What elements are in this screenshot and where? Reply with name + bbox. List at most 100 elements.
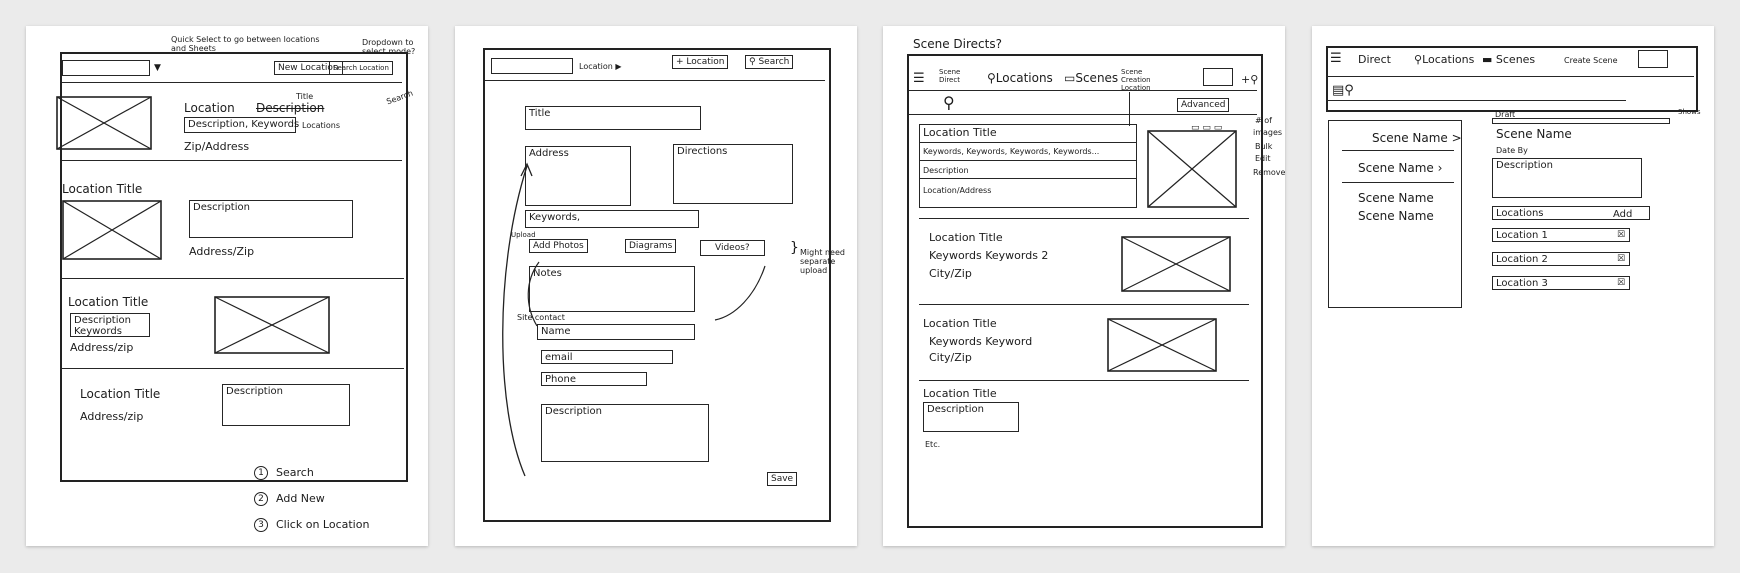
address-label: Address/Zip xyxy=(189,245,255,258)
title-note: Title xyxy=(296,92,314,101)
search-location-button[interactable]: Search Location xyxy=(329,61,393,75)
close-icon[interactable]: ☒ xyxy=(1617,278,1626,288)
name-field[interactable]: Name xyxy=(537,324,695,340)
phone-field[interactable]: Phone xyxy=(541,372,647,386)
breadcrumb: Location ▶ xyxy=(579,62,622,71)
scene-list-item[interactable]: Scene Name xyxy=(1358,191,1434,205)
nav-create-scene[interactable]: Create Scene xyxy=(1564,56,1618,65)
city-text: City/Zip xyxy=(929,351,972,364)
sketch-sheet-2: Location ▶ + Location ⚲ Search Title Add… xyxy=(455,26,857,546)
chevron-down-icon[interactable]: ▼ xyxy=(154,63,161,73)
divider xyxy=(1129,92,1130,126)
add-location-button[interactable]: + Location xyxy=(672,55,729,69)
search-button[interactable]: ⚲ Search xyxy=(745,55,794,69)
date-by: Date By xyxy=(1496,146,1528,155)
scene-list-item[interactable]: Scene Name > xyxy=(1372,131,1462,145)
location-row[interactable]: Location 2☒ xyxy=(1492,252,1630,266)
search-icon[interactable]: ⚲ xyxy=(943,93,955,112)
logo-placeholder xyxy=(62,60,150,76)
videos-button[interactable]: Videos? xyxy=(700,240,765,256)
film-icon: ▬ xyxy=(1482,53,1496,66)
description-text: Description xyxy=(923,166,969,175)
description-box: Description xyxy=(923,402,1019,432)
close-icon[interactable]: ☒ xyxy=(1617,254,1626,264)
selected-location-card[interactable] xyxy=(919,124,1137,208)
flow-arrows xyxy=(502,162,766,477)
nav-scenes[interactable]: ▬ Scenes xyxy=(1482,53,1536,66)
etc-label: Etc. xyxy=(925,440,941,449)
sketch-sheet-3: Scene Directs? ☰ Scene Direct ⚲Locations… xyxy=(883,26,1285,546)
divider xyxy=(1326,76,1694,77)
nav-scenes[interactable]: ▭Scenes xyxy=(1064,71,1119,85)
hamburger-menu-icon[interactable]: ☰ xyxy=(1330,51,1342,66)
location-row[interactable]: Location 3☒ xyxy=(1492,276,1630,290)
directions-field[interactable]: Directions xyxy=(673,144,793,204)
dropdown-note: Dropdown to select mode? xyxy=(362,38,416,56)
address-label: Zip/Address xyxy=(184,140,250,153)
wireframe-frame xyxy=(907,54,1263,528)
divider xyxy=(62,82,402,83)
divider xyxy=(60,278,404,279)
close-icon[interactable]: ☒ xyxy=(1617,230,1626,240)
shows-note: Shows xyxy=(1678,108,1701,116)
nav-locations[interactable]: ⚲Locations xyxy=(987,71,1053,85)
wireframe-frame xyxy=(483,48,831,522)
hamburger-menu-icon[interactable]: ☰ xyxy=(913,71,925,86)
divider xyxy=(919,218,1249,219)
add-photos-button[interactable]: Add Photos xyxy=(529,239,588,253)
notes-field[interactable]: Notes xyxy=(529,266,695,312)
images-count-note: # of xyxy=(1255,116,1272,125)
draft-bar xyxy=(1492,118,1670,124)
save-button[interactable]: Save xyxy=(767,472,798,486)
description-field[interactable]: Description xyxy=(541,404,709,462)
title-field[interactable]: Title xyxy=(525,106,701,130)
remove-note: Remove xyxy=(1253,168,1285,177)
scene-title: Scene Name xyxy=(1496,127,1572,141)
filter-icon[interactable]: ▤⚲ xyxy=(1332,83,1354,98)
description-box: Description xyxy=(189,200,353,238)
scene-directs-note: Scene Directs? xyxy=(913,37,1002,51)
divider xyxy=(62,160,402,161)
new-location-button[interactable]: New Location xyxy=(274,61,343,75)
locations-note: Locations xyxy=(302,121,341,130)
scene-list-item[interactable]: Scene Name › xyxy=(1358,161,1443,175)
add-pin-icon[interactable]: +⚲ xyxy=(1241,73,1259,86)
image-placeholder xyxy=(62,200,162,260)
pin-icon: ⚲ xyxy=(1414,53,1423,66)
videos-note: Might need separate upload xyxy=(800,248,845,275)
address-field[interactable]: Address xyxy=(525,146,631,206)
keywords-field[interactable]: Keywords, xyxy=(525,210,699,228)
scene-list-item[interactable]: Scene Name xyxy=(1358,209,1434,223)
location-title: Location Title xyxy=(62,182,143,196)
wireframe-frame xyxy=(1326,46,1698,112)
advanced-button[interactable]: Advanced xyxy=(1177,98,1230,112)
nav-locations[interactable]: ⚲Locations xyxy=(1414,53,1475,66)
sketch-sheet-4: ☰ Direct ⚲Locations ▬ Scenes Create Scen… xyxy=(1312,26,1714,546)
divider xyxy=(919,160,1137,161)
nav-direct[interactable]: Direct xyxy=(1358,53,1391,66)
divider xyxy=(909,90,1257,91)
description-box: Description Keywords xyxy=(70,313,150,337)
film-icon: ▭ xyxy=(1064,71,1076,85)
email-field[interactable]: email xyxy=(541,350,673,364)
sketch-sheet-1: Quick Select to go between locations and… xyxy=(26,26,428,546)
divider xyxy=(485,80,825,81)
user-menu[interactable] xyxy=(1638,50,1668,68)
location-row[interactable]: Location 1☒ xyxy=(1492,228,1630,242)
user-menu[interactable] xyxy=(1203,68,1233,86)
keywords-text: Keywords, Keywords, Keywords, Keywords..… xyxy=(923,147,1100,156)
divider xyxy=(1342,150,1454,151)
nav-create-scene[interactable]: Scene Creation Location xyxy=(1121,68,1151,92)
image-placeholder xyxy=(1121,236,1231,292)
pin-icon: ⚲ xyxy=(987,71,996,85)
nav-direct[interactable]: Scene Direct xyxy=(939,68,961,84)
description-box: Description, Keywords xyxy=(184,117,299,133)
location-title: Location Title xyxy=(923,387,997,400)
divider xyxy=(1326,100,1626,101)
divider xyxy=(919,178,1137,179)
image-placeholder xyxy=(56,96,152,150)
diagrams-button[interactable]: Diagrams xyxy=(625,239,677,253)
draft-note: Draft xyxy=(1495,110,1516,119)
edit-icons[interactable]: ▭ ▭ ▭ xyxy=(1191,123,1223,133)
